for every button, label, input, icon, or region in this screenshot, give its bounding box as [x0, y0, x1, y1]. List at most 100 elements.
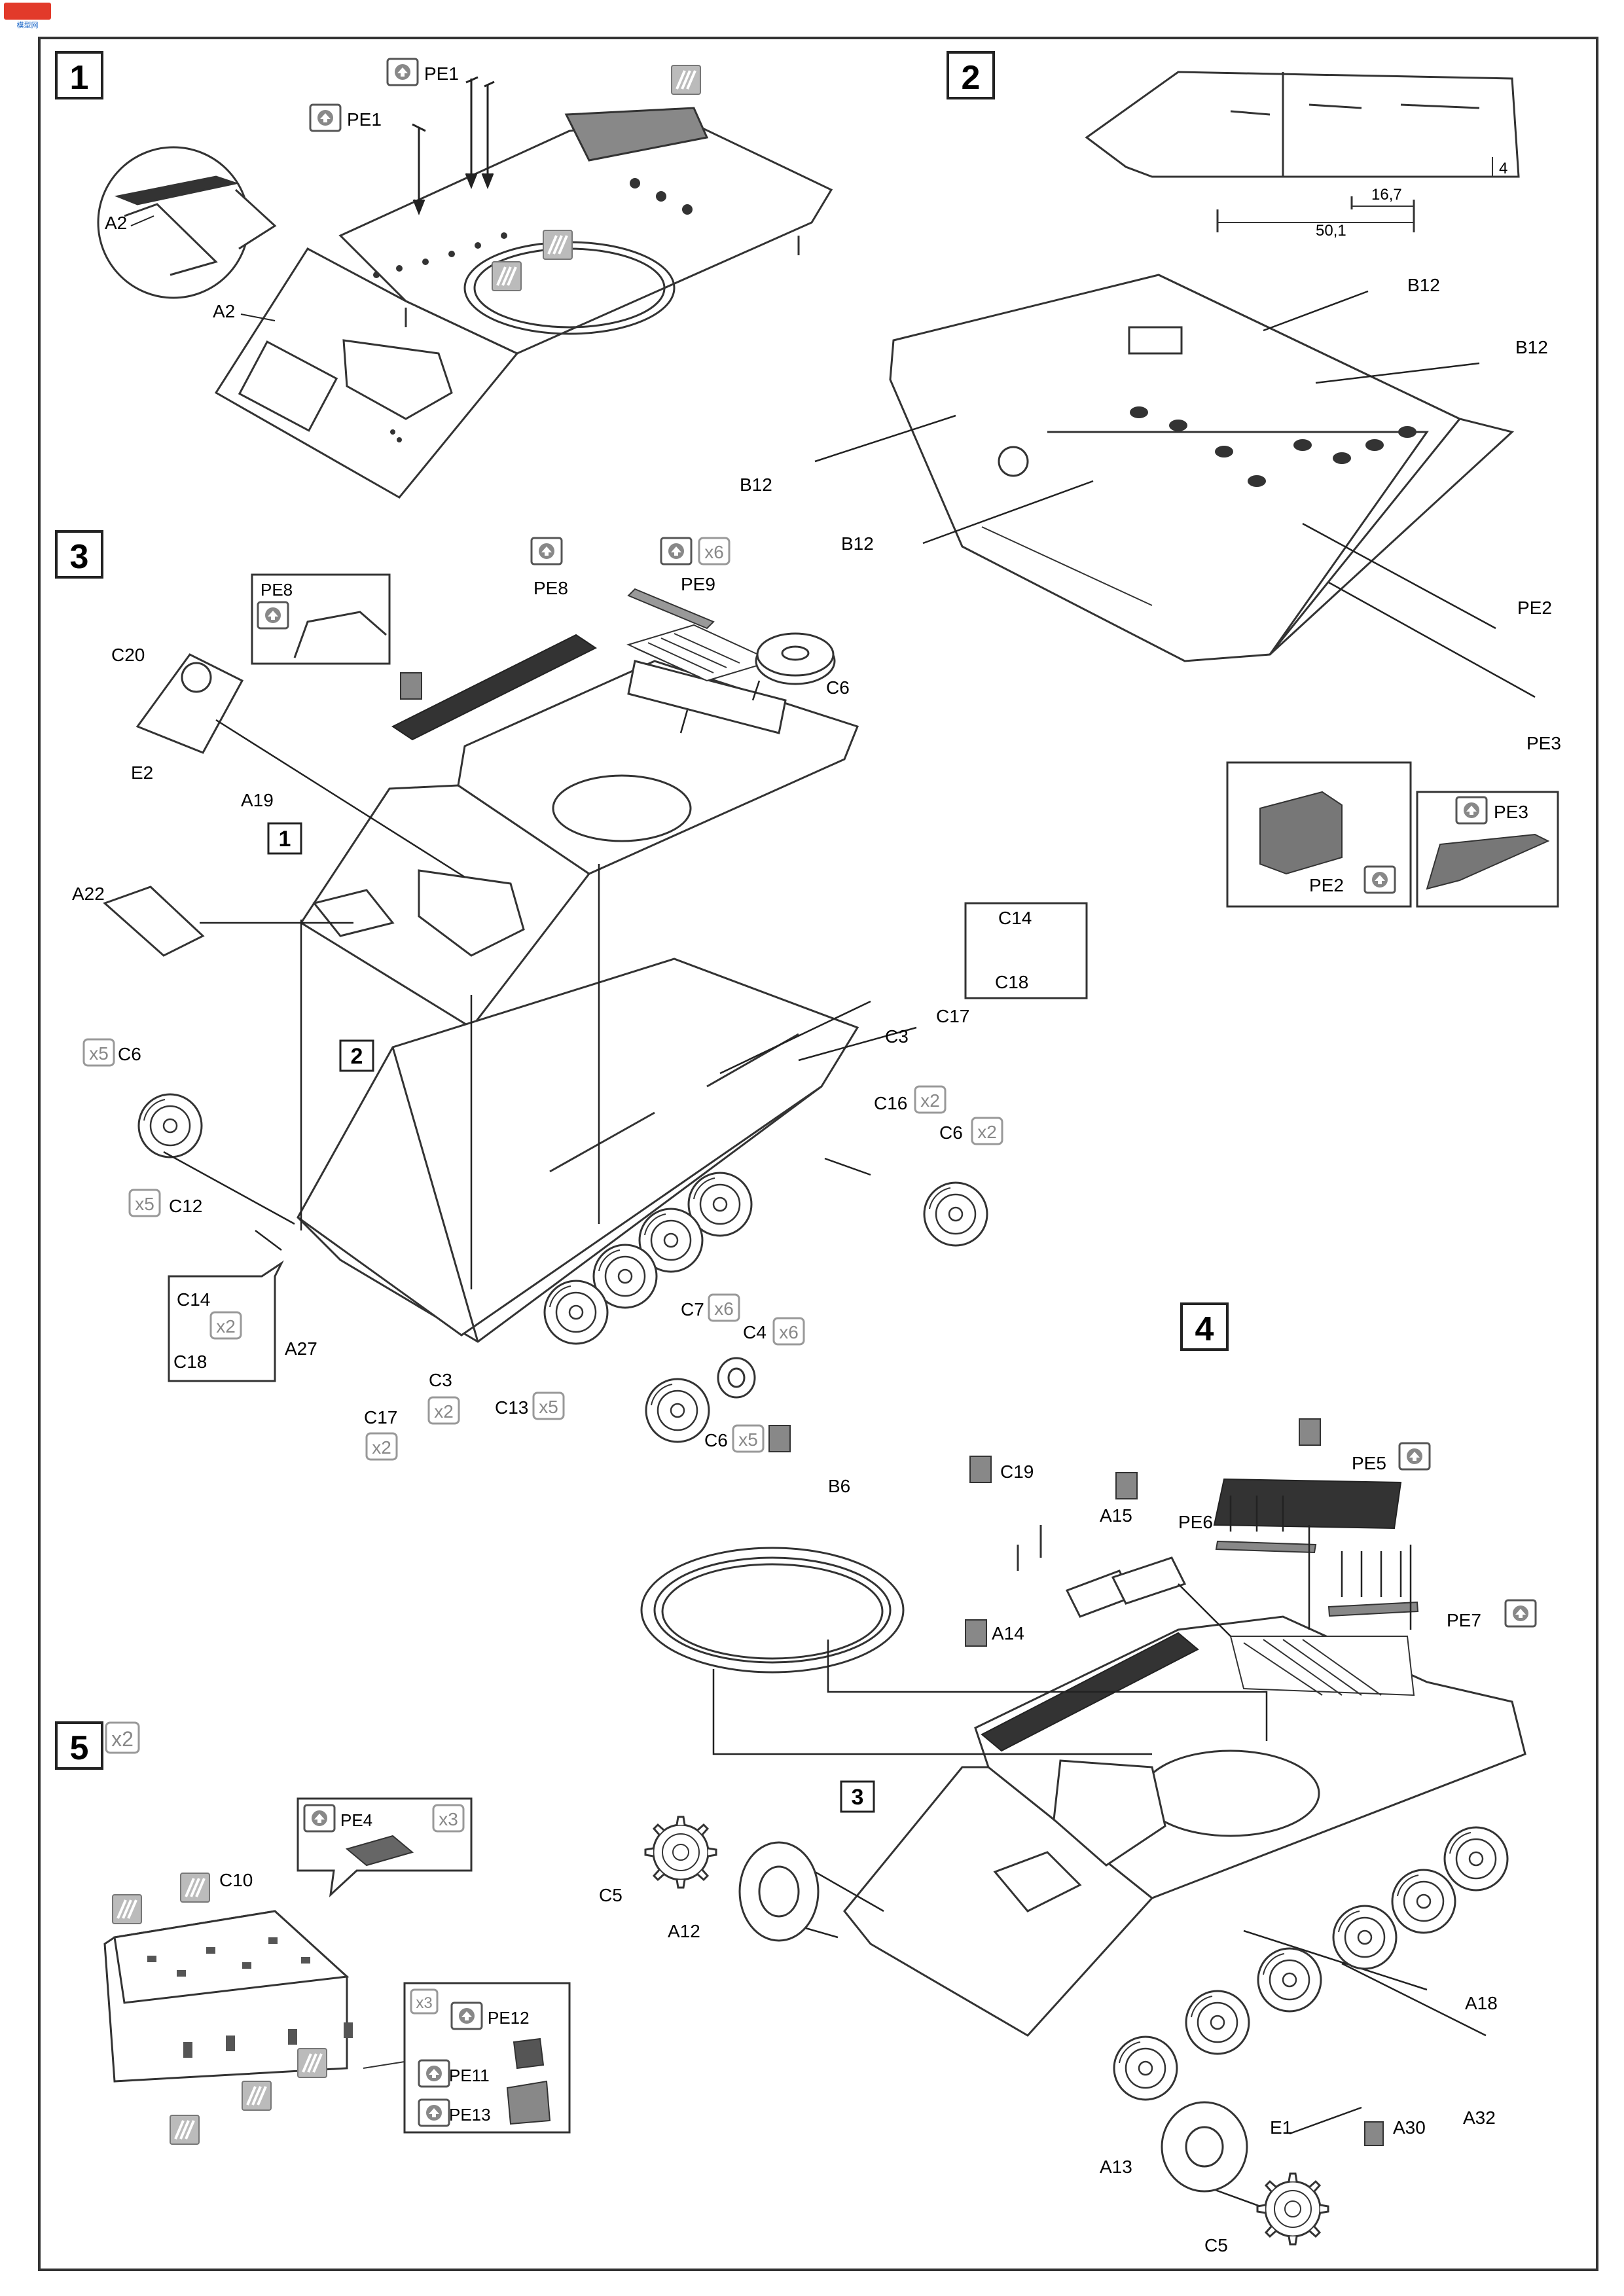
- label-pe1-a: PE1: [424, 63, 459, 84]
- step-1-pe1-arrows: [412, 76, 495, 216]
- label-a19: A19: [241, 790, 274, 810]
- pe8-mesh: [391, 634, 597, 741]
- dim-4: 4: [1499, 160, 1507, 177]
- svg-text:x6: x6: [779, 1322, 799, 1342]
- step-3-ref-badge: 3: [840, 1780, 875, 1813]
- svg-text:4: 4: [1195, 1310, 1214, 1348]
- label-c3: C3: [885, 1026, 909, 1047]
- paint-ref-badge: [1115, 1472, 1138, 1499]
- svg-text:PE3: PE3: [1494, 802, 1528, 822]
- road-wheel: [1391, 1869, 1456, 1934]
- b6-turret-ring: [640, 1547, 905, 1674]
- wheel-c6-part: [137, 1093, 203, 1158]
- svg-text:x2: x2: [111, 1727, 134, 1751]
- multiplier-c17-left: x2: [365, 1432, 398, 1461]
- svg-text:x2: x2: [920, 1090, 940, 1111]
- multiplier-c6-bottom: x5: [732, 1424, 765, 1453]
- label-pe5: PE5: [1352, 1453, 1386, 1473]
- label-c6-left: C6: [118, 1044, 141, 1064]
- pe9-multiplier: x6: [698, 537, 731, 565]
- multiplier-c4: x6: [772, 1317, 805, 1346]
- pe5-mesh-panel: [1213, 1478, 1402, 1530]
- paint-glue-icon: [491, 260, 522, 292]
- svg-text:x2: x2: [216, 1316, 236, 1336]
- pe1-etch-icon: [386, 58, 419, 86]
- step-4-arrows: [712, 1496, 1487, 2214]
- pe11-pe13-detail-box: x3 PE12 PE11 PE13: [403, 1982, 571, 2134]
- svg-text:C18: C18: [995, 972, 1028, 992]
- pe4-detail-box: PE4 x3: [297, 1797, 473, 1897]
- multiplier-c6-right: x2: [971, 1117, 1003, 1145]
- step-3-badge: 3: [55, 530, 103, 579]
- step-3-upper-hull: [299, 660, 859, 1029]
- step-1-badge: 1: [55, 51, 103, 99]
- label-c10: C10: [219, 1870, 253, 1890]
- step-2-arrows: [814, 290, 1536, 698]
- c6-wheel-top: [755, 632, 836, 685]
- step-3-pe8-detail: PE8: [251, 573, 391, 665]
- a13-hub-part: [1161, 2101, 1248, 2193]
- pe2-detail-box: PE2: [1226, 761, 1412, 908]
- paint-ref-badge: [969, 1456, 992, 1483]
- leader-line: [130, 215, 154, 226]
- label-b6: B6: [828, 1476, 850, 1496]
- label-c7: C7: [681, 1299, 704, 1319]
- road-wheel: [1185, 1990, 1250, 2055]
- step-1-ref-badge: 1: [267, 822, 302, 855]
- svg-text:x5: x5: [738, 1429, 758, 1450]
- step-2-hull-lower: [889, 274, 1515, 662]
- pe7-strip: [1327, 1601, 1419, 1617]
- svg-text:PE12: PE12: [488, 2008, 530, 2028]
- label-pe1-b: PE1: [347, 109, 382, 130]
- label-c12: C12: [169, 1196, 202, 1216]
- wheel-c6-part: [645, 1378, 710, 1443]
- label-b12-a: B12: [1407, 275, 1440, 295]
- step-2-side-view: [1085, 71, 1520, 232]
- label-c20: C20: [111, 645, 145, 665]
- svg-text:x3: x3: [439, 1809, 458, 1829]
- logo-text: 模型网: [16, 22, 39, 29]
- svg-text:1: 1: [279, 827, 291, 852]
- label-c13: C13: [495, 1397, 528, 1418]
- paint-ref-badge: [1299, 1418, 1321, 1446]
- svg-text:x3: x3: [416, 1994, 432, 2012]
- svg-text:PE8: PE8: [261, 580, 293, 600]
- label-a22: A22: [72, 884, 105, 904]
- pe8-etch-icon: [530, 537, 563, 565]
- road-wheel: [1257, 1947, 1322, 2013]
- label-c17: C17: [936, 1006, 969, 1026]
- step-2-hull-holes: [1130, 406, 1416, 487]
- multiplier-c12: x5: [128, 1189, 161, 1217]
- svg-text:x2: x2: [434, 1401, 454, 1422]
- multiplier-c3-left: x2: [427, 1396, 460, 1425]
- c14-c18-detail-right: C14 C18: [964, 902, 1088, 999]
- svg-text:x5: x5: [89, 1043, 109, 1064]
- label-a30: A30: [1393, 2117, 1426, 2138]
- a12-hub-part: [738, 1841, 820, 1942]
- svg-text:x6: x6: [704, 542, 724, 562]
- leader-line: [240, 314, 276, 321]
- label-b12-c: B12: [740, 475, 772, 495]
- svg-text:C14: C14: [998, 908, 1032, 928]
- label-a27: A27: [285, 1338, 317, 1359]
- label-c3-left: C3: [429, 1370, 452, 1390]
- step-2-ref-badge: 2: [339, 1039, 374, 1072]
- label-c5-bottom: C5: [1204, 2235, 1228, 2255]
- svg-text:3: 3: [70, 538, 89, 576]
- pe7-etch-icon: [1504, 1599, 1537, 1628]
- paint-glue-icon: [542, 229, 573, 260]
- step-2-badge: 2: [947, 51, 995, 99]
- label-a2: A2: [213, 301, 235, 321]
- svg-text:C14: C14: [177, 1289, 210, 1310]
- svg-text:PE2: PE2: [1309, 875, 1344, 895]
- step-3-lower-hull: [297, 958, 859, 1343]
- multiplier-c13: x5: [532, 1391, 565, 1420]
- c4-hub-part: [717, 1357, 756, 1399]
- svg-text:C18: C18: [173, 1352, 207, 1372]
- label-a14: A14: [992, 1623, 1024, 1643]
- step-1-rivets: [373, 178, 693, 442]
- paint-ref-badge: [1364, 2121, 1384, 2146]
- label-a32: A32: [1463, 2108, 1496, 2128]
- label-pe6: PE6: [1178, 1512, 1213, 1532]
